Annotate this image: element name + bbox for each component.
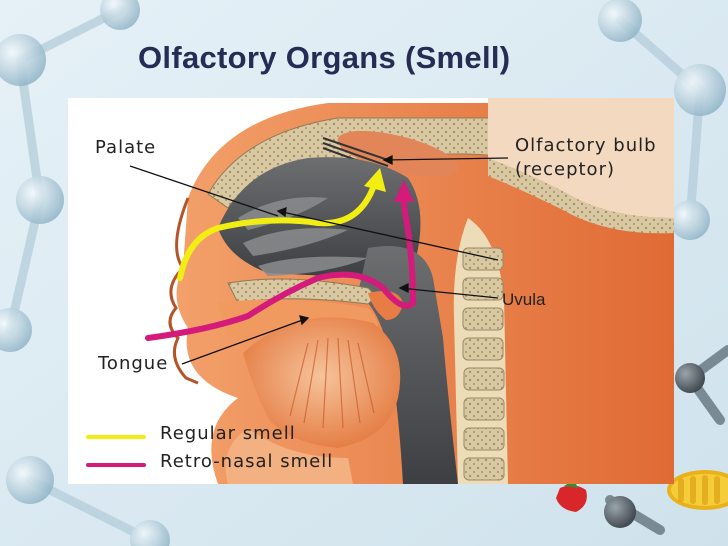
- legend-regular-label: Regular smell: [160, 423, 296, 444]
- cavity-leader-line: [277, 210, 499, 261]
- palate-leader-line: [129, 165, 279, 217]
- legend-retro-label: Retro-nasal smell: [160, 451, 334, 472]
- diagram-panel: Palate Olfactory bulb (receptor) Uvula T…: [68, 98, 674, 484]
- olfactory-bulb-label: Olfactory bulb: [515, 135, 657, 156]
- regular-smell-arrowhead: [364, 168, 386, 192]
- retro-nasal-smell-path: [145, 195, 417, 341]
- regular-smell-path: [177, 175, 379, 281]
- tongue-leader-line: [181, 317, 309, 365]
- palate-label: Palate: [95, 137, 157, 158]
- uvula-leader-line: [399, 287, 499, 299]
- retro-nasal-arrowhead: [394, 180, 414, 202]
- head-cross-section-illustration: [129, 98, 674, 484]
- bulb-leader-line: [383, 157, 509, 161]
- uvula-label: Uvula: [502, 290, 546, 309]
- legend-regular-swatch: [86, 435, 146, 439]
- legend-retro-swatch: [86, 463, 146, 467]
- slide-title: Olfactory Organs (Smell): [138, 40, 511, 75]
- olfactory-bulb-sublabel: (receptor): [515, 159, 615, 180]
- tongue-label: Tongue: [98, 353, 169, 374]
